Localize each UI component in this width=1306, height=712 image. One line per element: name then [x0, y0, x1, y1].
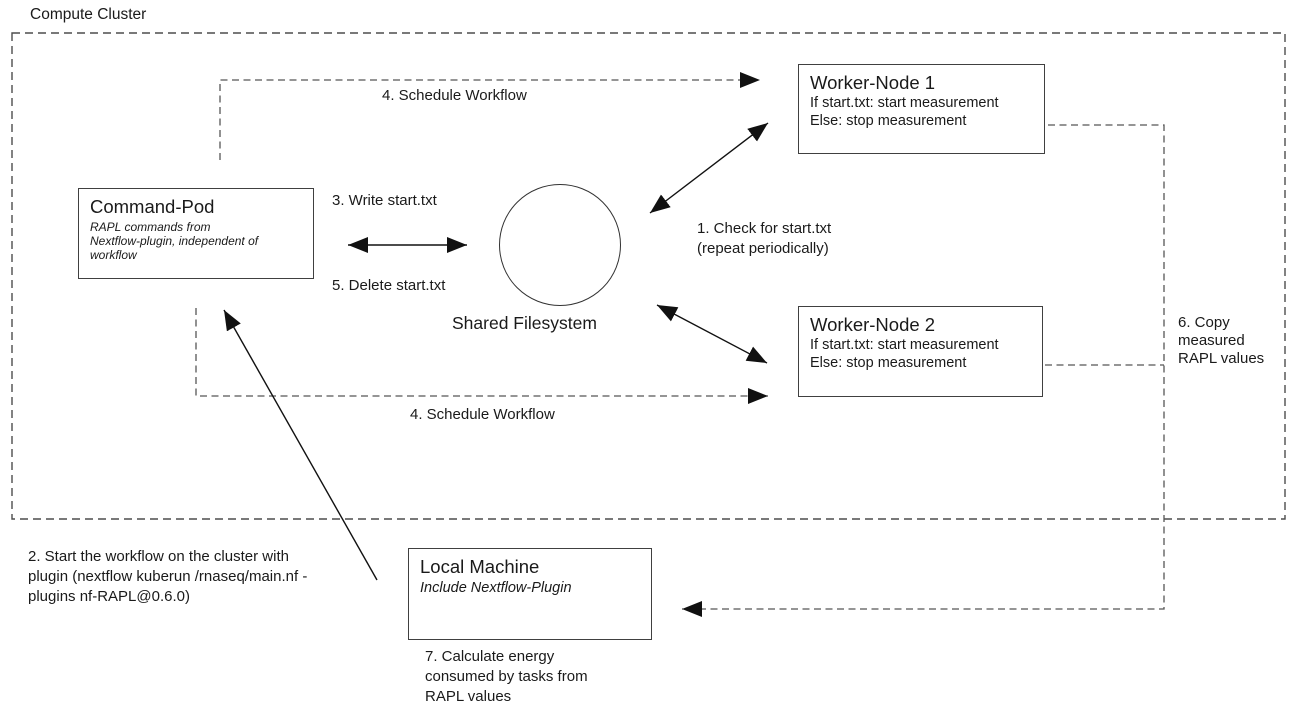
worker-2-body-line: If start.txt: start measurement: [810, 337, 999, 354]
arrow-schedule-workflow-top: [219, 72, 760, 160]
worker-2-body-line: Else: stop measurement: [810, 355, 967, 372]
node-worker-2: Worker-Node 2 If start.txt: start measur…: [798, 306, 1043, 397]
step6-line: measured: [1178, 332, 1245, 349]
step7-line: consumed by tasks from: [425, 667, 588, 685]
local-machine-title: Local Machine: [420, 556, 540, 577]
step2-line: 2. Start the workflow on the cluster wit…: [28, 548, 289, 565]
arrow-start-workflow: [223, 309, 378, 581]
step7-line: RAPL values: [425, 687, 512, 705]
label-step4-schedule-top: 4. Schedule Workflow: [382, 87, 527, 104]
shared-filesystem-label: Shared Filesystem: [452, 313, 597, 333]
node-local-machine: Local Machine Include Nextflow-Plugin: [408, 548, 652, 640]
step1-line: 1. Check for start.txt: [697, 220, 832, 237]
node-command-pod: Command-Pod RAPL commands from Nextflow-…: [78, 188, 314, 279]
step6-line: 6. Copy: [1178, 314, 1230, 331]
compute-cluster-boundary: [11, 32, 1286, 520]
local-machine-subtitle: Include Nextflow-Plugin: [420, 580, 572, 597]
worker-2-title: Worker-Node 2: [810, 314, 936, 335]
node-worker-1: Worker-Node 1 If start.txt: start measur…: [798, 64, 1045, 154]
worker-1-body-line: If start.txt: start measurement: [810, 95, 999, 112]
step6-line: RAPL values: [1178, 350, 1265, 367]
step7-line: 7. Calculate energy: [425, 648, 555, 665]
label-step7-calculate-energy: 7. Calculate energy consumed by tasks fr…: [425, 647, 588, 706]
arrow-check-worker2: [656, 304, 768, 364]
arrow-schedule-workflow-bottom: [195, 308, 768, 404]
arrow-check-worker1: [649, 122, 769, 214]
arrow-copy-rapl-values: [682, 124, 1165, 617]
label-step5-delete-starttxt: 5. Delete start.txt: [332, 277, 446, 294]
label-step6-copy-rapl: 6. Copy measured RAPL values: [1178, 314, 1264, 368]
label-step1-check-starttxt: 1. Check for start.txt (repeat periodica…: [697, 219, 831, 259]
cluster-label: Compute Cluster: [30, 6, 147, 23]
step1-line: (repeat periodically): [697, 239, 829, 257]
step2-line: plugins nf-RAPL@0.6.0): [28, 587, 190, 605]
command-pod-subtitle-line: Nextflow-plugin, independent of: [90, 234, 259, 249]
command-pod-subtitle-line: workflow: [90, 248, 137, 263]
label-step2-start-workflow: 2. Start the workflow on the cluster wit…: [28, 547, 307, 606]
label-step3-write-starttxt: 3. Write start.txt: [332, 192, 437, 209]
label-step4-schedule-bottom: 4. Schedule Workflow: [410, 406, 555, 423]
command-pod-title: Command-Pod: [90, 196, 215, 217]
command-pod-subtitle-line: RAPL commands from: [90, 220, 211, 235]
step2-line: plugin (nextflow kuberun /rnaseq/main.nf…: [28, 567, 308, 585]
shared-filesystem-shape: [499, 184, 621, 306]
worker-1-body-line: Else: stop measurement: [810, 113, 967, 130]
worker-1-title: Worker-Node 1: [810, 72, 936, 93]
